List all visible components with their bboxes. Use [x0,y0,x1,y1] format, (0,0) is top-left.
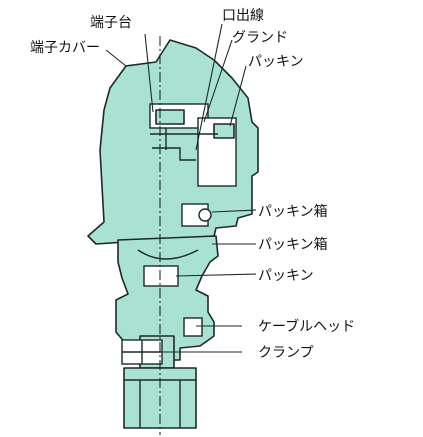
packing-middle-part [143,265,179,287]
outlet-wire-path [150,128,218,161]
label-packing-middle: パッキン [258,268,314,284]
label-packing-box-2: パッキン箱 [258,237,328,253]
leader-gland [203,39,233,123]
label-gland: グランド [232,30,288,46]
leader-packing-top [229,65,247,127]
bell-rim [137,249,199,260]
label-terminal-cover: 端子カバー [30,40,100,56]
packing-box-1-ring [198,208,212,222]
label-packing-box-1: パッキン箱 [258,204,328,220]
label-cable-head: ケーブルヘッド [258,318,355,335]
leader-packing-middle [175,273,257,277]
cable-head-part [183,317,203,337]
label-terminal-block: 端子台 [90,15,132,31]
leader-outlet-wire [195,23,223,151]
label-clamp: クランプ [258,345,314,361]
label-outlet-wire: 口出線 [222,8,264,24]
leader-terminal-cover [105,49,127,67]
label-packing-top: パッキン [248,54,304,70]
terminal-cover-body [87,39,259,245]
leader-terminal-block [144,33,154,113]
packing-top-part [213,123,235,139]
terminal-block-inner [155,109,185,125]
leader-packing-box-1 [211,209,257,213]
